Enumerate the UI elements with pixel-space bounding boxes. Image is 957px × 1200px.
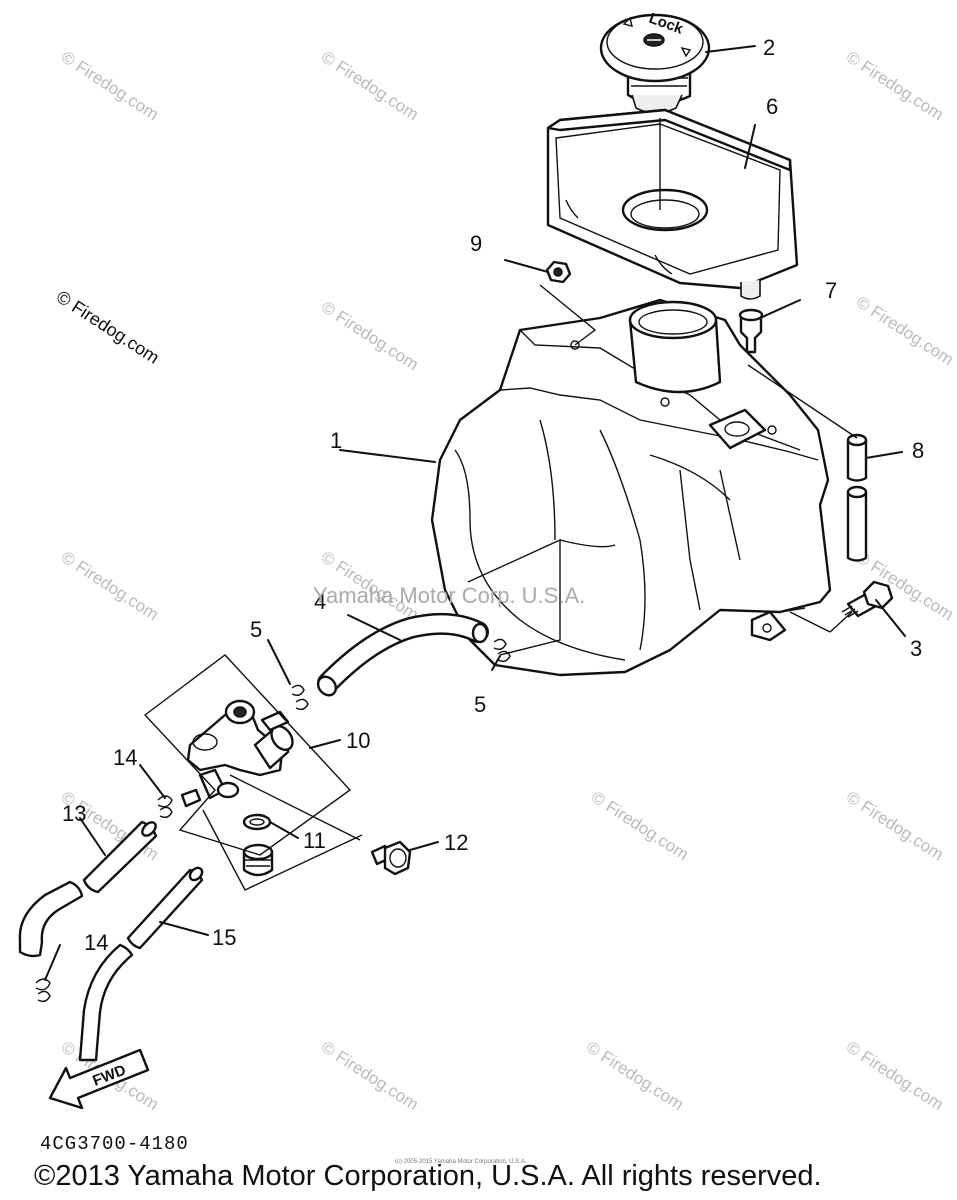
watermark: © Firedog.com xyxy=(318,1037,422,1114)
watermark-dark: © Firedog.com xyxy=(53,287,163,368)
callout-8: 8 xyxy=(912,438,924,463)
tank-bolt xyxy=(841,580,894,618)
watermark: © Firedog.com xyxy=(853,292,957,369)
fwd-arrow: FWD xyxy=(48,1048,150,1110)
hose-clamp xyxy=(35,795,173,1003)
tank-cover xyxy=(546,108,799,300)
callout-4: 4 xyxy=(314,589,326,614)
tiny-copyright-notice: (c) 2005-2015 Yamaha Motor Corporation, … xyxy=(395,1159,527,1165)
watermark: © Firedog.com xyxy=(318,297,422,374)
callout-9: 9 xyxy=(470,231,482,256)
callout-14-lower: 14 xyxy=(84,930,108,955)
watermark: © Firedog.com xyxy=(843,1037,947,1114)
yamaha-watermark: Yamaha Motor Corp. U.S.A. xyxy=(313,583,585,608)
fuel-hose xyxy=(316,612,489,697)
watermark: © Firedog.com xyxy=(318,47,422,124)
watermark: © Firedog.com xyxy=(588,787,692,864)
drain-hose-upper xyxy=(18,820,158,958)
cock-bowl xyxy=(242,813,274,877)
callout-1: 1 xyxy=(330,428,342,453)
vent-hose xyxy=(846,433,868,562)
callout-numbers: 1 2 3 4 5 5 6 7 8 9 10 11 12 13 14 14 15 xyxy=(62,35,924,955)
drain-hose-lower xyxy=(78,866,204,1062)
callout-5-right: 5 xyxy=(474,692,486,717)
watermark: © Firedog.com xyxy=(843,787,947,864)
watermark: © Firedog.com xyxy=(58,547,162,624)
leader-lines xyxy=(44,45,906,981)
watermark: © Firedog.com xyxy=(843,47,947,124)
callout-11: 11 xyxy=(303,828,326,853)
callout-14-upper: 14 xyxy=(113,745,137,770)
cover-nut xyxy=(545,260,572,284)
watermark: © Firedog.com xyxy=(853,547,957,624)
fuel-tank xyxy=(430,298,832,677)
hose-clip xyxy=(291,638,511,711)
callout-5-left: 5 xyxy=(250,617,262,642)
watermark: © Firedog.com xyxy=(58,47,162,124)
cock-screw xyxy=(370,840,412,876)
callout-3: 3 xyxy=(910,636,922,661)
callout-12: 12 xyxy=(444,830,468,855)
part-code: 4CG3700-4180 xyxy=(40,1133,189,1155)
callout-6: 6 xyxy=(766,94,778,119)
callout-15: 15 xyxy=(212,925,236,950)
callout-13: 13 xyxy=(62,801,86,826)
callout-2: 2 xyxy=(763,35,775,60)
cover-pin xyxy=(738,308,764,354)
callout-7: 7 xyxy=(825,278,837,303)
watermark: © Firedog.com xyxy=(583,1037,687,1114)
callout-10: 10 xyxy=(346,728,370,753)
fuel-cock xyxy=(180,699,294,808)
fuel-cap: Lock xyxy=(599,10,711,114)
copyright-footer: ©2013 Yamaha Motor Corporation, U.S.A. A… xyxy=(34,1160,822,1192)
